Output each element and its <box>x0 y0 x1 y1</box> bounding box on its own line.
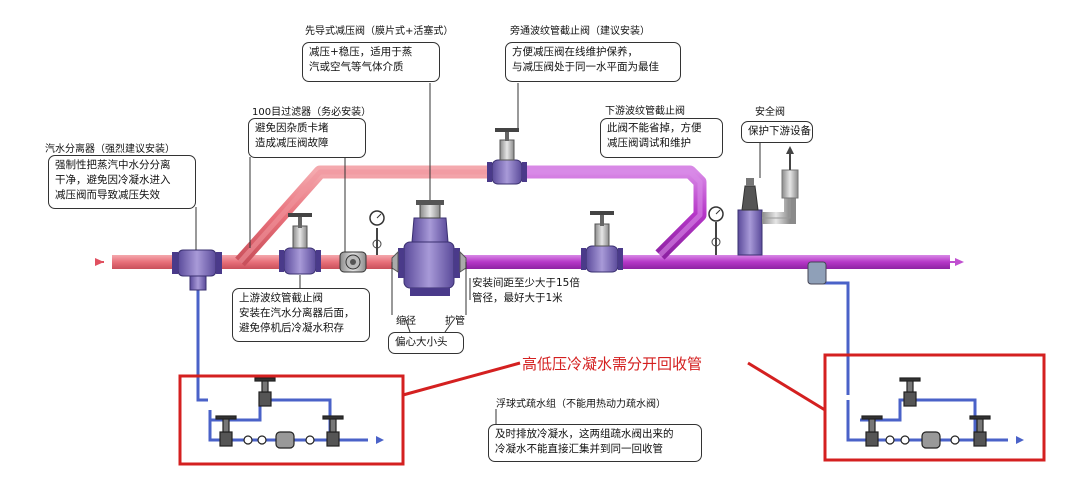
pilot-valve-title: 先导式减压阀（膜片式+活塞式） <box>305 26 454 37</box>
upstream-valve-note-line: 避免停机后冷凝水积存 <box>239 322 344 334</box>
separator-title: 汽水分离器（强烈建议安装） <box>45 144 175 155</box>
eccentric-reducer-label: 偏心大小头 <box>395 336 448 348</box>
upstream-valve-note-line: 安装在汽水分离器后面， <box>239 307 355 319</box>
bypass-valve-note-line: 与减压阀处于同一水平面为最佳 <box>512 61 659 73</box>
trap-group-title: 浮球式疏水组（不能用热动力疏水阀） <box>496 399 666 410</box>
separator-note-line: 强制性把蒸汽中水分分离 <box>55 159 171 171</box>
safety-valve-note-line: 保护下游设备 <box>748 125 811 137</box>
pressure-gauge-icon <box>708 206 724 255</box>
upstream-valve-note-line: 上游波纹管截止阀 <box>239 292 323 304</box>
pressure-gauge-icon <box>369 210 385 255</box>
filter-note: 避免因杂质卡堵 造成减压阀故障 <box>248 118 366 158</box>
pilot-valve-note-line: 汽或空气等气体介质 <box>309 61 404 73</box>
drip-leg <box>807 261 827 285</box>
downstream-valve-note-line: 减压阀调试和维护 <box>607 137 691 149</box>
trap-group-note-line: 及时排放冷凝水，这两组疏水阀出来的 <box>495 428 674 440</box>
safety-valve-note: 保护下游设备 <box>741 121 813 143</box>
downstream-valve-note: 此阀不能省掉，方便 减压阀调试和维护 <box>600 118 723 158</box>
install-distance-note-line: 管径，最好大于1米 <box>472 292 563 304</box>
install-distance-note-line: 安装间距至少大于15倍 <box>472 277 580 289</box>
red-note: 高低压冷凝水需分开回收管 <box>522 355 703 373</box>
reducer-label: 缩径 <box>396 316 416 327</box>
left-trap-highlight <box>178 374 405 466</box>
downstream-valve-title: 下游波纹管截止阀 <box>605 106 685 117</box>
trap-group-note: 及时排放冷凝水，这两组疏水阀出来的 冷凝水不能直接汇集并到同一回收管 <box>488 424 702 462</box>
steam-trap-icon <box>215 377 991 449</box>
globe-valve-icon <box>487 128 527 185</box>
eccentric-reducer-note: 偏心大小头 <box>388 332 464 354</box>
separator-note: 强制性把蒸汽中水分分离 干净，避免因冷凝水进入 减压阀而导致减压失效 <box>48 155 196 209</box>
filter-note-line: 避免因杂质卡堵 <box>255 122 329 134</box>
filter-title: 100目过滤器（务必安装） <box>252 107 372 118</box>
strainer-icon <box>339 251 367 273</box>
install-distance-note: 安装间距至少大于15倍 管径，最好大于1米 <box>470 276 598 312</box>
safety-valve-title: 安全阀 <box>755 107 785 118</box>
trap-group-note-line: 冷凝水不能直接汇集并到同一回收管 <box>495 443 663 455</box>
outlet-pipe <box>455 165 964 269</box>
filter-note-line: 造成减压阀故障 <box>255 137 329 149</box>
pilot-valve-note: 减压+稳压，适用于蒸 汽或空气等气体介质 <box>302 42 440 82</box>
flow-arrow-icon <box>786 146 794 154</box>
expander-label: 扩管 <box>445 316 465 327</box>
right-trap-highlight <box>823 353 1046 462</box>
bypass-valve-note-line: 方便减压阀在线维护保养， <box>512 46 638 58</box>
separator-note-line: 减压阀而导致减压失效 <box>55 189 160 201</box>
downstream-valve-note-line: 此阀不能省掉，方便 <box>607 122 702 134</box>
bypass-valve-note: 方便减压阀在线维护保养， 与减压阀处于同一水平面为最佳 <box>505 42 681 82</box>
leader-lines <box>195 83 761 425</box>
pressure-reducing-valve-icon <box>391 200 467 296</box>
separator-note-line: 干净，避免因冷凝水进入 <box>55 174 171 186</box>
separator-icon <box>172 249 222 291</box>
pilot-valve-note-line: 减压+稳压，适用于蒸 <box>309 46 413 58</box>
upstream-valve-note: 上游波纹管截止阀 安装在汽水分离器后面， 避免停机后冷凝水积存 <box>232 288 370 342</box>
safety-valve-icon <box>737 146 799 256</box>
flow-arrow-icon <box>376 436 1024 444</box>
highlight-boxes <box>178 353 1046 466</box>
globe-valve-icon <box>279 213 321 275</box>
bypass-valve-title: 旁通波纹管截止阀（建议安装） <box>510 26 650 37</box>
globe-valve-icon <box>581 211 623 273</box>
flow-arrow-icon <box>955 258 964 266</box>
